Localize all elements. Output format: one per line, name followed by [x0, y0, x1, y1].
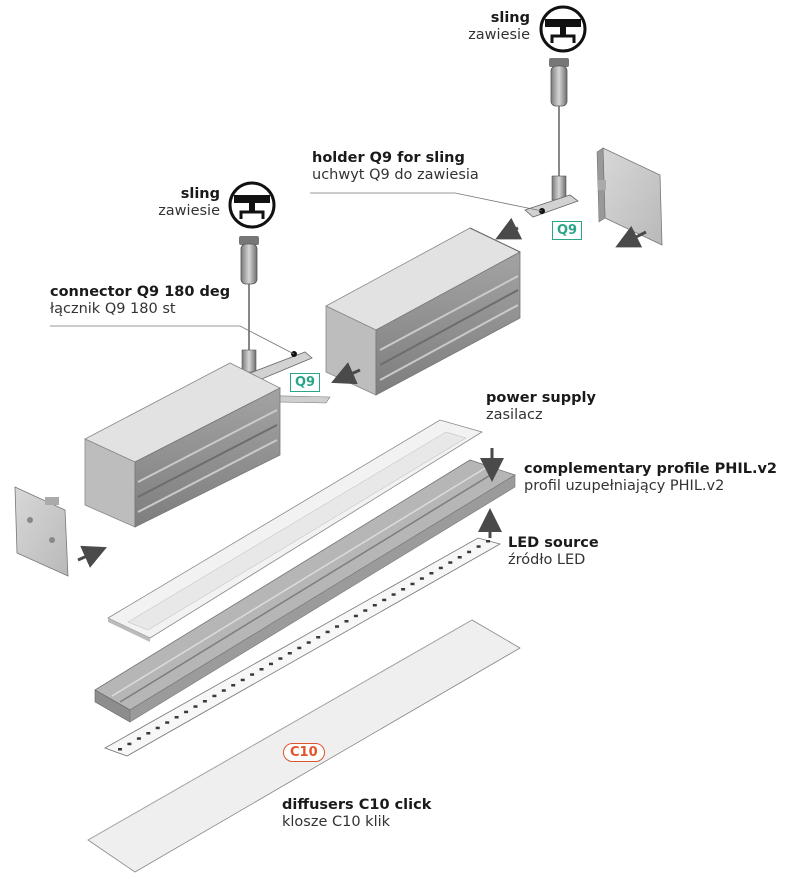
led-chip [325, 630, 330, 634]
led-chip [221, 689, 226, 692]
leader-lines [50, 192, 543, 355]
led-chip [202, 700, 207, 703]
led-chip [306, 641, 311, 644]
led-chip [457, 556, 462, 559]
end-cap-right [596, 147, 663, 246]
led-chip [401, 588, 406, 591]
power-supply-part [107, 419, 483, 642]
led-chip [240, 678, 245, 682]
led-chip [429, 572, 434, 575]
q9-tag-top: Q9 [552, 221, 583, 240]
assembly-arrows [77, 217, 647, 568]
led-chip [118, 748, 122, 751]
led-chip [165, 721, 170, 724]
label-diffusers-en: diffusers C10 click [282, 797, 432, 813]
label-complementary-pl: profil uzupełniający PHIL.v2 [524, 477, 725, 494]
led-chip [146, 732, 151, 735]
label-sling-top-en: sling [490, 10, 530, 26]
led-chip [391, 593, 396, 596]
sling-top-part [524, 58, 579, 218]
led-chip [316, 636, 321, 639]
led-chip [372, 604, 377, 607]
label-sling-top-pl: zawiesie [468, 26, 530, 43]
label-diffusers-pl: klosze C10 klik [282, 813, 391, 830]
end-cap-left [14, 486, 69, 577]
led-chip [476, 545, 481, 548]
label-holder: holder Q9 for sling uchwyt Q9 do zawiesi… [312, 150, 479, 183]
led-chip [193, 705, 198, 708]
led-chip [127, 742, 132, 746]
led-chip [335, 625, 339, 628]
led-chip [231, 684, 236, 687]
main-profile-upper [325, 227, 521, 396]
led-chip [363, 609, 368, 612]
led-chip [486, 540, 490, 543]
led-chip [155, 726, 160, 730]
led-chip [250, 673, 255, 676]
c10-tag: C10 [283, 743, 325, 762]
label-sling-left-en: sling [180, 186, 220, 202]
led-chip [353, 614, 358, 618]
led-chip [174, 716, 179, 719]
label-sling-left: sling zawiesie [134, 186, 220, 219]
led-chip [184, 710, 189, 714]
led-chip [410, 582, 415, 586]
label-holder-pl: uchwyt Q9 do zawiesia [312, 166, 479, 183]
q9-tag-left: Q9 [290, 373, 321, 392]
label-sling-left-pl: zawiesie [158, 202, 220, 219]
label-power-supply-pl: zasilacz [486, 406, 543, 423]
label-holder-en: holder Q9 for sling [312, 150, 465, 166]
led-chip [269, 662, 273, 666]
label-power-supply: power supply zasilacz [486, 390, 596, 423]
label-led-source: LED source źródło LED [508, 535, 599, 568]
led-chip [382, 598, 387, 602]
complementary-profile-part [94, 459, 516, 723]
led-source-part [104, 537, 502, 757]
led-chip [297, 646, 302, 650]
led-chip [467, 550, 472, 554]
led-chip [419, 577, 424, 580]
label-connector-pl: łącznik Q9 180 st [50, 300, 176, 317]
led-chip [448, 561, 453, 564]
led-chip [278, 657, 283, 660]
label-connector-en: connector Q9 180 deg [50, 284, 231, 300]
label-complementary: complementary profile PHIL.v2 profil uzu… [524, 461, 777, 494]
led-chip [212, 694, 217, 698]
sling-icon [228, 181, 276, 229]
led-chip [438, 566, 443, 570]
main-profile-lower [84, 362, 281, 528]
label-power-supply-en: power supply [486, 390, 596, 406]
led-chip [136, 737, 141, 740]
label-diffusers: diffusers C10 click klosze C10 klik [282, 797, 431, 830]
led-chip [259, 668, 264, 671]
led-chip [344, 620, 349, 623]
label-led-source-pl: źródło LED [508, 551, 586, 568]
label-complementary-en: complementary profile PHIL.v2 [524, 461, 778, 477]
label-led-source-en: LED source [508, 535, 599, 551]
label-connector: connector Q9 180 deg łącznik Q9 180 st [50, 284, 230, 317]
led-chip [287, 652, 292, 655]
label-sling-top: sling zawiesie [444, 10, 530, 43]
sling-icon [539, 5, 587, 53]
